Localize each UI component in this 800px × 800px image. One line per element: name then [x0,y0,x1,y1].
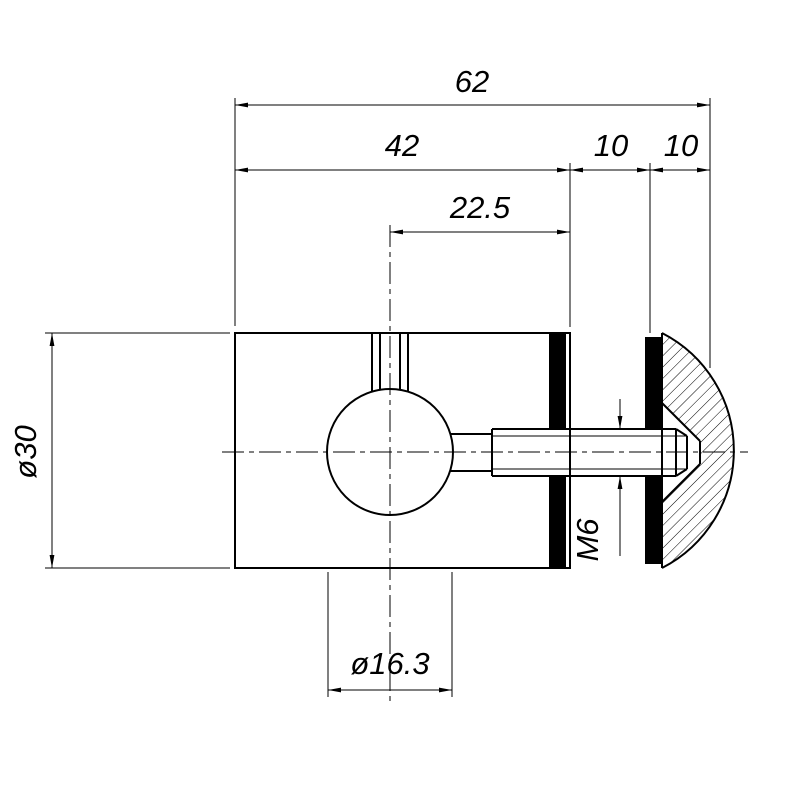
countersink-bottom-edge [661,463,701,503]
back-disc-outline [661,332,735,569]
thread-chamfer-top [675,428,688,437]
clamp-body [234,332,571,569]
body-outline [234,332,571,569]
dimension-thread: M6 [570,399,623,562]
dimension-bore-diameter: ø16.3 [328,646,452,693]
gasket-left-bottom [549,476,566,567]
dimension-body-length: 42 [235,128,570,173]
dim-label-10a: 10 [594,128,628,163]
dim-label-d30: ø30 [8,425,43,478]
dimension-overall-length: 62 [235,64,710,108]
dim-label-10b: 10 [664,128,698,163]
disc-arc [661,332,735,569]
gasket-left-top [549,334,566,429]
dim-label-22-5: 22.5 [449,190,511,225]
countersink-top-edge [661,402,701,442]
dimension-hole-offset: 22.5 [390,190,570,235]
extension-lines [45,98,711,697]
gasket-right-bottom [645,476,662,564]
dim-label-m6: M6 [570,518,605,562]
dimension-body-diameter: ø30 [8,333,55,568]
dim-label-62: 62 [455,64,489,99]
gaskets [549,334,662,567]
dim-label-d16-3: ø16.3 [350,646,429,681]
dim-label-42: 42 [385,128,419,163]
gasket-right-top [645,337,662,429]
thread-chamfer-bottom [675,468,688,477]
centerlines [222,225,748,705]
back-disc-section [662,333,734,568]
dimension-glass-gap: 10 [570,128,650,173]
dimension-disc-thickness: 10 [650,128,710,173]
